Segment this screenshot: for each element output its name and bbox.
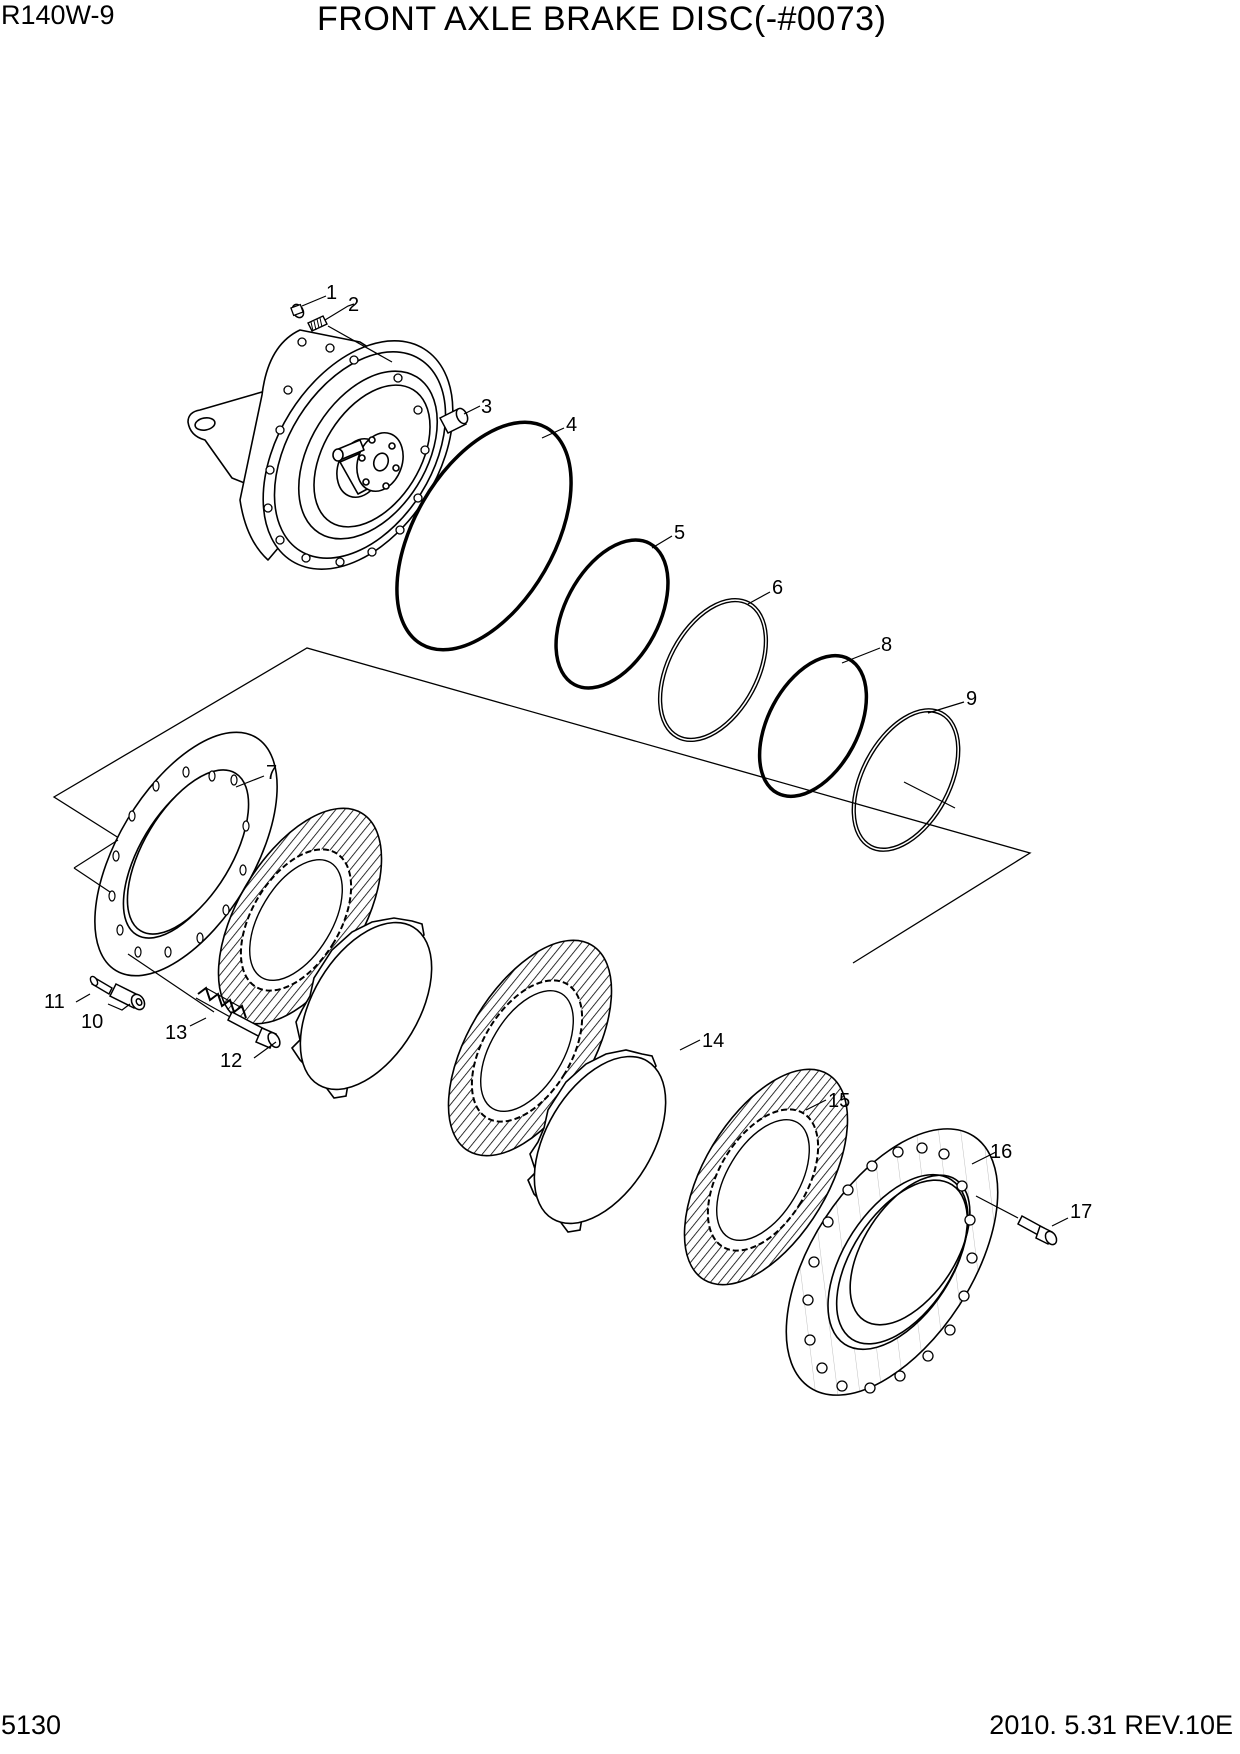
assembly-outline [52, 647, 1032, 964]
part-4-o-ring [395, 420, 573, 652]
part-13-spring [195, 986, 247, 1019]
flange-bolt-holes [263, 337, 430, 567]
steel-plate-1 [290, 917, 433, 1099]
part-15-friction-disc [683, 1068, 849, 1286]
label-8: 8 [881, 634, 892, 656]
part-10-sleeve [108, 982, 146, 1011]
leader-lines [73, 295, 1069, 1227]
label-15: 15 [828, 1090, 850, 1112]
part-12-bolt [227, 1010, 281, 1049]
label-1: 1 [326, 282, 337, 304]
label-16: 16 [990, 1141, 1012, 1163]
part-2-bolt [307, 315, 328, 332]
label-7: 7 [266, 762, 277, 784]
part-8-o-ring [757, 653, 869, 799]
friction-disc-2 [447, 939, 613, 1157]
part-11-bolt [89, 975, 113, 995]
part-16-bolt-holes [802, 1142, 978, 1394]
part-14-steel-plate [527, 1049, 667, 1233]
part-6-backup-ring [657, 597, 769, 743]
page-title: FRONT AXLE BRAKE DISC(-#0073) [317, 0, 887, 38]
label-17: 17 [1070, 1201, 1092, 1223]
part-9-backup-ring [851, 708, 961, 852]
label-6: 6 [772, 577, 783, 599]
label-12: 12 [220, 1050, 242, 1072]
model-code: R140W-9 [1, 0, 115, 30]
label-5: 5 [674, 522, 685, 544]
part-16-end-plate [785, 1128, 999, 1396]
part-1-plug [290, 303, 305, 319]
part-7-bolt-holes [108, 766, 250, 958]
page-number: 5130 [1, 1710, 62, 1740]
revision-date: 2010. 5.31 REV.10E [989, 1710, 1233, 1740]
part-3-pin [438, 407, 469, 434]
part-labels: 1 2 3 4 5 6 7 8 9 10 11 12 13 14 15 16 1… [44, 282, 1092, 1223]
label-9: 9 [966, 688, 977, 710]
part-17-bolt [1017, 1214, 1058, 1246]
label-4: 4 [566, 414, 577, 436]
label-11: 11 [44, 991, 65, 1013]
label-2: 2 [348, 294, 359, 316]
part-5-o-ring [554, 538, 670, 690]
label-3: 3 [481, 396, 492, 418]
label-10: 10 [81, 1011, 103, 1033]
label-13: 13 [165, 1022, 187, 1044]
label-14: 14 [702, 1030, 724, 1052]
